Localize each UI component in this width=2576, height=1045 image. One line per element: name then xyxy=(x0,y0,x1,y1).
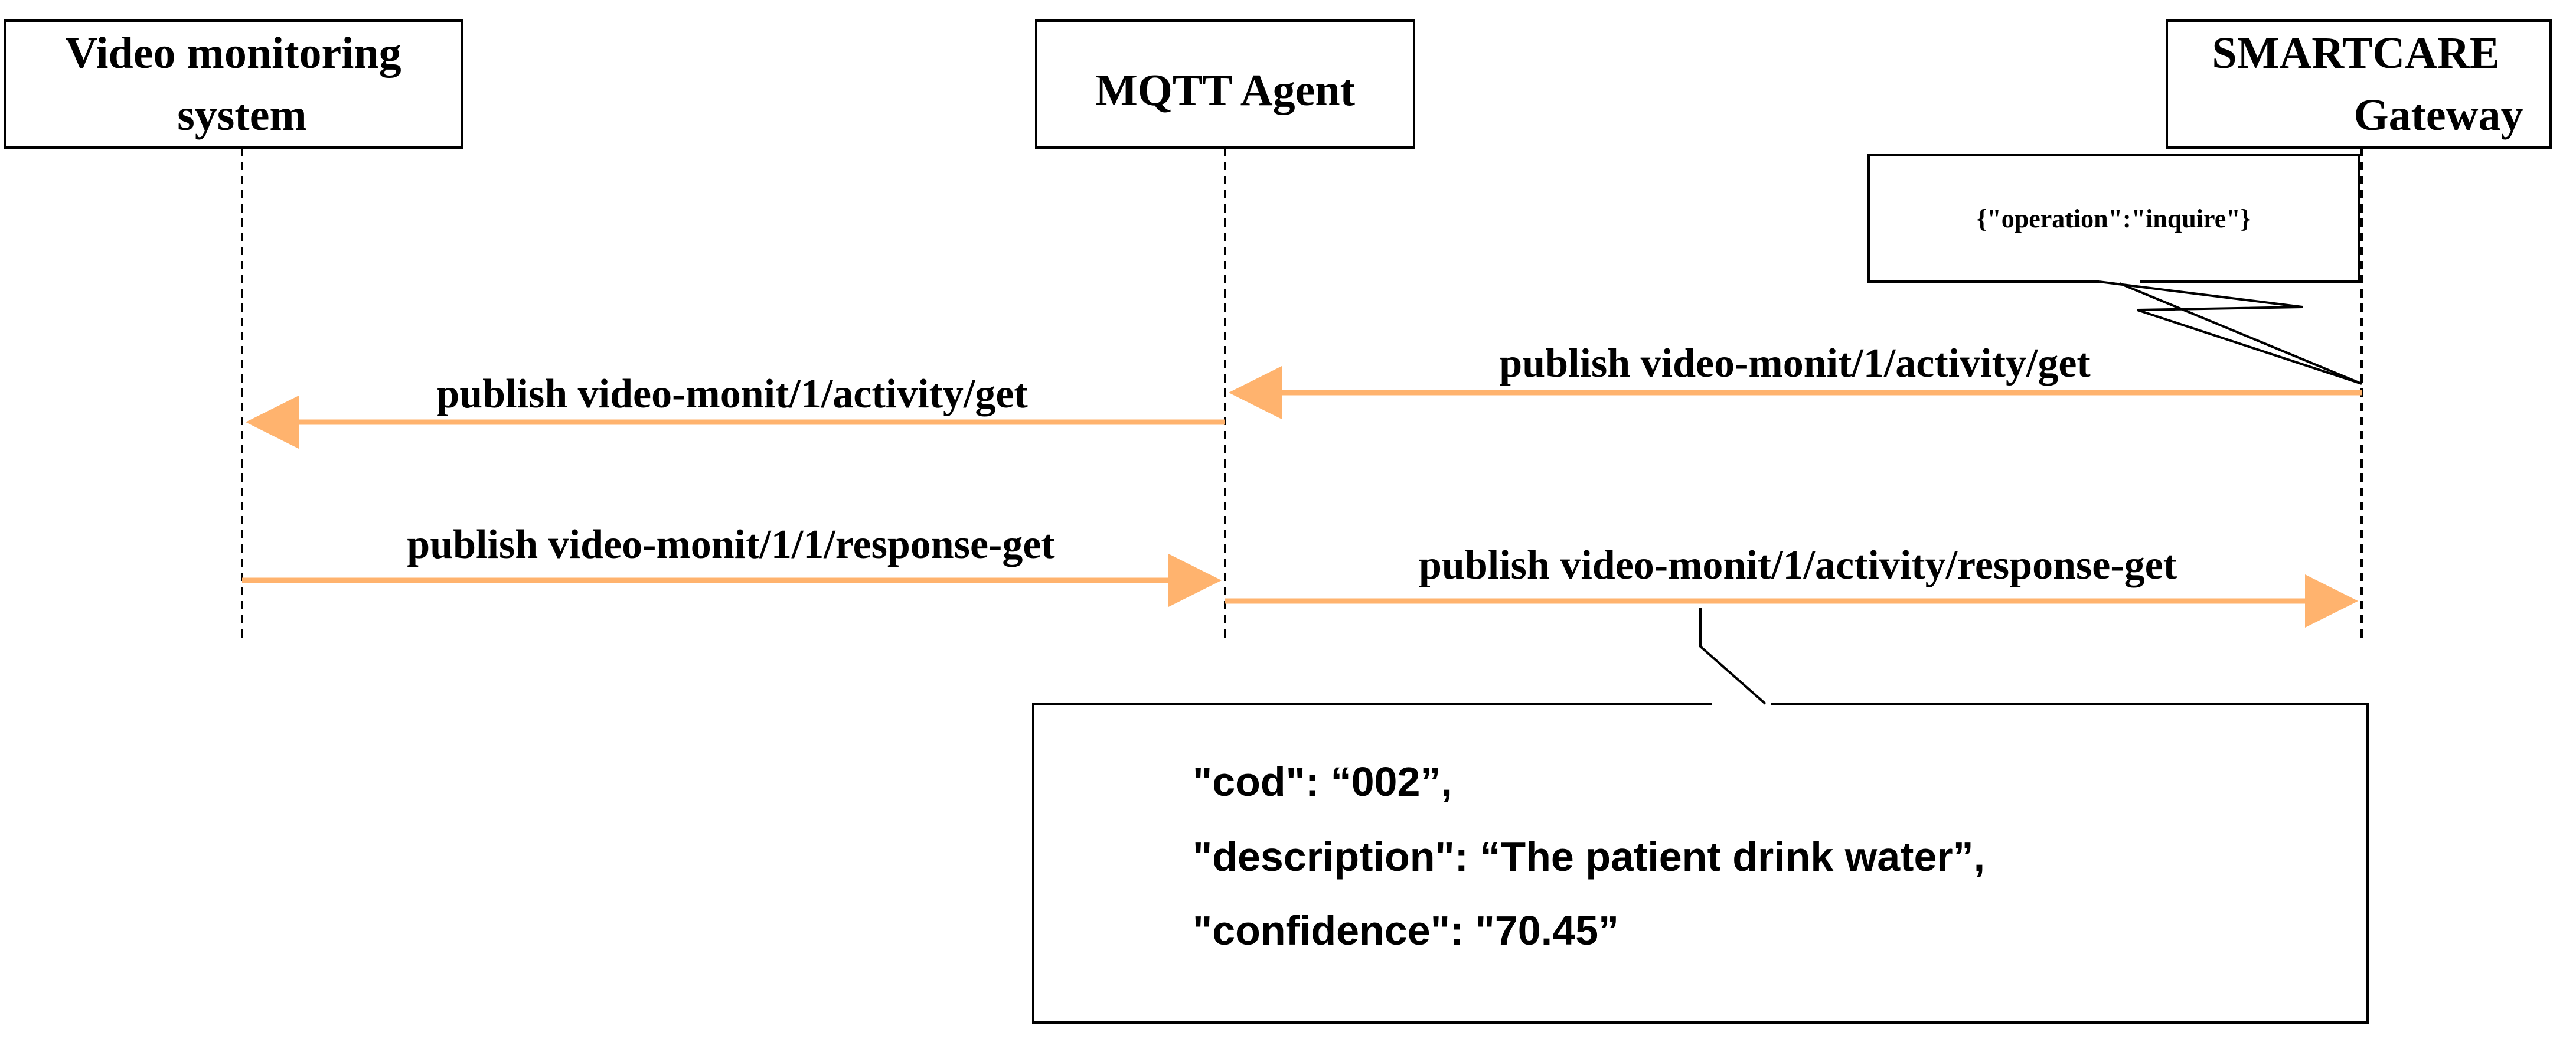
actor-box xyxy=(2166,19,2552,149)
note-response-payload: "cod": “002”, "description": “The patien… xyxy=(1032,608,2369,1024)
message-label: publish video-monit/1/1/response-get xyxy=(407,522,1054,567)
note-response-line3: "confidence": "70.45” xyxy=(1193,907,1619,953)
note-gap xyxy=(1712,700,1771,707)
note-box xyxy=(1032,703,2369,1024)
note-operation-inquire: {"operation":"inquire"} xyxy=(1867,154,2362,385)
actor-box xyxy=(1035,19,1415,149)
message-label: publish video-monit/1/activity/response-… xyxy=(1419,543,2177,588)
actor-gateway-label-line1: SMARTCARE xyxy=(2212,28,2499,78)
note-tail-outline xyxy=(2098,280,2362,385)
actor-mqtt-label: MQTT Agent xyxy=(1095,66,1355,115)
message-mqtt-to-video-get: publish video-monit/1/activity/get xyxy=(246,371,1225,449)
actor-box xyxy=(4,19,463,149)
actor-video-label-line1: Video monitoring xyxy=(65,28,401,78)
note-response-line2: "description": “The patient drink water”… xyxy=(1193,834,1985,880)
message-label: publish video-monit/1/activity/get xyxy=(1499,341,2090,386)
note-tail-stroke xyxy=(1699,608,1767,705)
note-operation-text: {"operation":"inquire"} xyxy=(1977,204,2251,233)
note-response-line1: "cod": “002”, xyxy=(1193,759,1452,805)
actor-video-label-line2: system xyxy=(177,90,307,140)
actor-mqtt-agent: MQTT Agent xyxy=(1035,19,1415,149)
message-label: publish video-monit/1/activity/get xyxy=(436,371,1027,417)
actor-smartcare-gateway: SMARTCARE Gateway xyxy=(2166,19,2552,149)
message-video-to-mqtt-response: publish video-monit/1/1/response-get xyxy=(242,522,1222,607)
message-mqtt-to-gateway-response: publish video-monit/1/activity/response-… xyxy=(1225,543,2358,628)
actor-video-monitoring-system: Video monitoring system xyxy=(4,19,463,149)
actor-gateway-label-line2: Gateway xyxy=(2353,90,2523,140)
note-box xyxy=(1867,154,2360,283)
message-gateway-to-mqtt-get: publish video-monit/1/activity/get xyxy=(1229,341,2362,419)
